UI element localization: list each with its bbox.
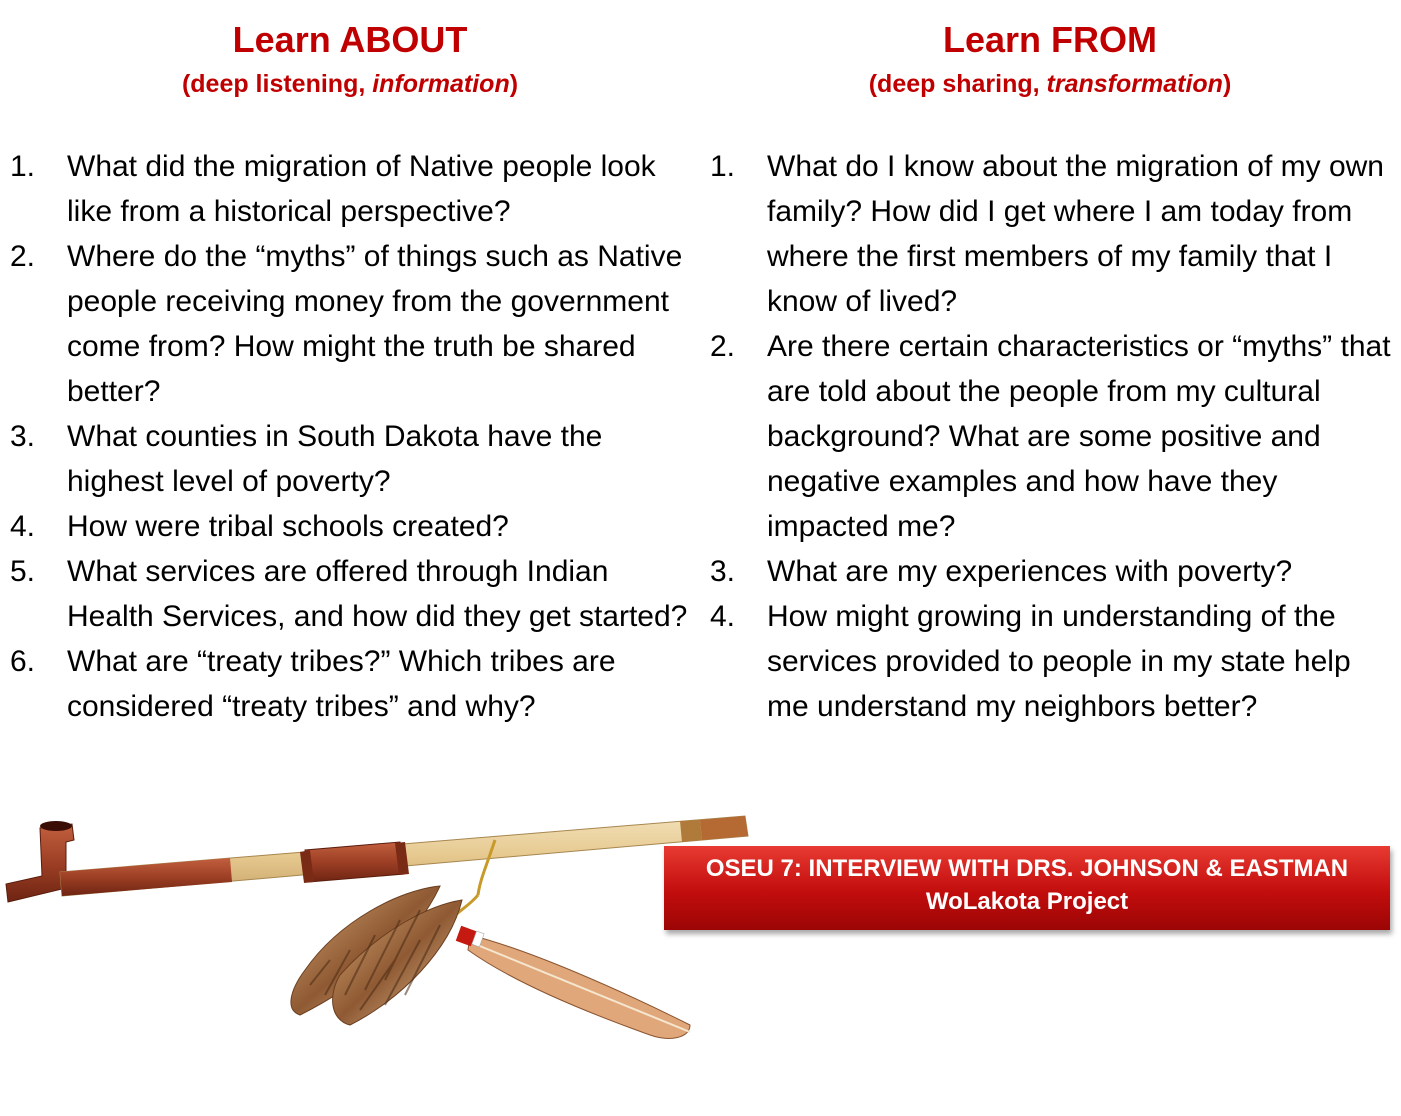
- banner-title: OSEU 7: INTERVIEW WITH DRS. JOHNSON & EA…: [705, 855, 1349, 882]
- list-item: 6. What are “treaty tribes?” Which tribes…: [10, 639, 695, 729]
- item-text: Are there certain characteristics or “my…: [767, 330, 1391, 543]
- learn-about-questions: 1. What did the migration of Native peopl…: [10, 144, 695, 729]
- item-text: What do I know about the migration of my…: [767, 150, 1384, 318]
- subtitle-italic: information: [372, 70, 510, 98]
- subtitle-italic: transformation: [1046, 70, 1223, 98]
- pipe-with-feathers-image: [5, 815, 749, 1039]
- item-text: What counties in South Dakota have the h…: [67, 420, 603, 498]
- list-item: 3. What are my experiences with poverty?: [710, 549, 1395, 594]
- item-number: 3.: [10, 420, 36, 453]
- item-number: 4.: [710, 600, 736, 633]
- subtitle-suffix: ): [1222, 70, 1232, 98]
- learn-about-heading: Learn ABOUT (deep listening, information…: [0, 18, 700, 100]
- list-item: 2. Are there certain characteristics or “…: [710, 324, 1395, 549]
- list-item: 5. What services are offered through Indi…: [10, 549, 695, 639]
- list-item: 1. What do I know about the migration of …: [710, 144, 1395, 324]
- item-text: Where do the “myths” of things such as N…: [67, 240, 683, 408]
- item-number: 1.: [710, 150, 736, 183]
- list-item: 1. What did the migration of Native peopl…: [10, 144, 695, 234]
- item-number: 1.: [10, 150, 36, 183]
- item-number: 5.: [10, 555, 36, 588]
- item-number: 2.: [10, 240, 36, 273]
- list-item: 4. How were tribal schools created?: [10, 504, 695, 549]
- item-number: 6.: [10, 645, 36, 678]
- banner-subtitle: WoLakota Project: [925, 888, 1129, 915]
- list-item: 4. How might growing in understanding of …: [710, 594, 1395, 729]
- item-number: 4.: [10, 510, 36, 543]
- item-text: What are my experiences with poverty?: [767, 555, 1293, 588]
- item-number: 3.: [710, 555, 736, 588]
- item-text: How might growing in understanding of th…: [767, 600, 1351, 723]
- item-text: What are “treaty tribes?” Which tribes a…: [67, 645, 616, 723]
- item-number: 2.: [710, 330, 736, 363]
- subtitle-prefix: (deep sharing,: [868, 70, 1047, 98]
- item-text: What services are offered through Indian…: [67, 555, 688, 633]
- learn-from-questions: 1. What do I know about the migration of …: [710, 144, 1395, 729]
- list-item: 2. Where do the “myths” of things such as…: [10, 234, 695, 414]
- item-text: What did the migration of Native people …: [67, 150, 656, 228]
- learn-from-title: Learn FROM: [942, 19, 1157, 60]
- list-item: 3. What counties in South Dakota have the…: [10, 414, 695, 504]
- subtitle-prefix: (deep listening,: [181, 70, 373, 98]
- project-banner: OSEU 7: INTERVIEW WITH DRS. JOHNSON & EA…: [664, 846, 1390, 930]
- subtitle-suffix: ): [509, 70, 519, 98]
- learn-from-heading: Learn FROM (deep sharing, transformation…: [700, 18, 1400, 100]
- learn-about-subtitle: (deep listening, information): [0, 68, 700, 100]
- item-text: How were tribal schools created?: [67, 510, 509, 543]
- learn-from-subtitle: (deep sharing, transformation): [700, 68, 1400, 100]
- learn-about-title: Learn ABOUT: [232, 19, 468, 60]
